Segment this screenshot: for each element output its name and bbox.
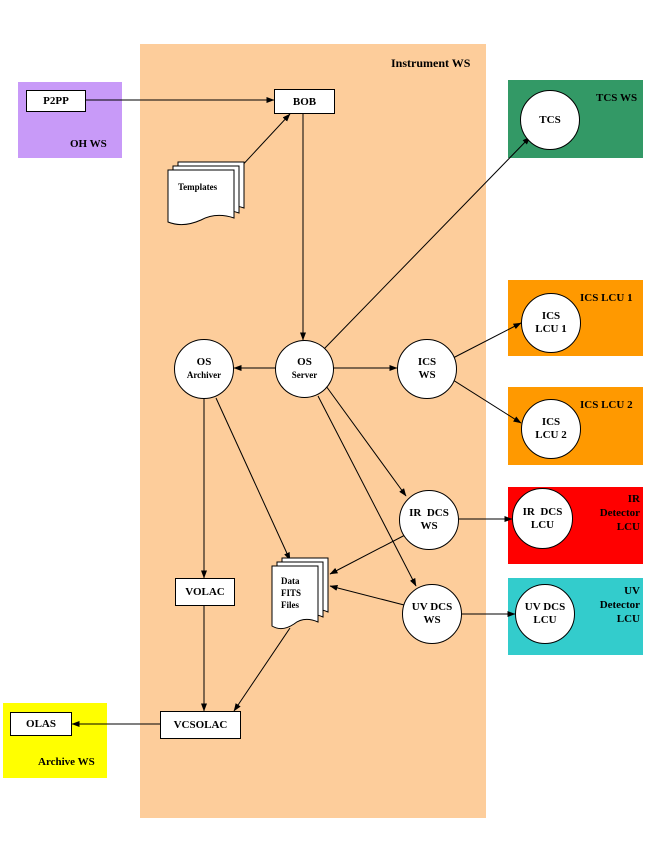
tcs-node-label: TCS: [539, 113, 561, 126]
ics-lcu2-line1: ICS: [541, 416, 561, 428]
templates-label: Templates: [178, 182, 218, 192]
ics-lcu2-line2: LCU 2: [535, 429, 567, 441]
tcs-ws-label: TCS WS: [596, 92, 638, 104]
fits-files-label: Data FITS Files: [281, 575, 301, 611]
ics-lcu-1-label: ICS LCU 1: [580, 292, 633, 304]
ics-lcu1-line2: LCU 1: [535, 323, 567, 335]
tcs-node: TCS: [520, 90, 580, 150]
arrow-osarchiver-fits: [215, 397, 291, 561]
fits-files-label-line3: Files: [281, 600, 299, 610]
instrument-ws-label: Instrument WS: [391, 56, 471, 70]
uv-dcs-lcu-node: UV DCS LCU: [515, 584, 575, 644]
os-server-line2: Server: [291, 370, 318, 380]
volac-box: VOLAC: [175, 578, 235, 606]
ics-lcu-2-label: ICS LCU 2: [580, 399, 633, 411]
vcsolac-box: VCSOLAC: [160, 711, 241, 739]
ir-detector-label-line2: Detector: [599, 507, 640, 519]
ir-detector-label-line3: LCU: [616, 521, 640, 533]
arrow-uvdcsws-fits: [329, 584, 409, 607]
templates-doc-stack-icon: [167, 161, 245, 226]
uv-detector-label-line2: Detector: [599, 599, 640, 611]
arrow-icsws-icslcu1: [452, 322, 522, 359]
arrow-templates-bob: [237, 113, 291, 171]
fits-files-doc-stack-icon: [271, 557, 329, 630]
arrow-fits-vcsolac: [233, 627, 291, 712]
uv-dcs-lcu-line1: UV DCS: [524, 601, 566, 613]
arrow-irdcsws-fits: [329, 533, 408, 575]
bob-box: BOB: [274, 89, 335, 114]
os-server-node: OS Server: [275, 340, 334, 398]
uv-detector-label: UV Detector LCU: [590, 584, 640, 626]
uv-dcs-ws-line2: WS: [423, 614, 441, 626]
arrow-osserver-uvdcsws: [317, 395, 417, 587]
arrow-icsws-icslcu2: [452, 379, 522, 424]
arrow-osserver-tcs: [323, 136, 531, 350]
os-archiver-node: OS Archiver: [174, 339, 234, 399]
uv-dcs-ws-node: UV DCS WS: [402, 584, 462, 644]
fits-files-label-line2: FITS: [281, 588, 302, 598]
olas-box: OLAS: [10, 712, 72, 736]
ics-lcu1-line1: ICS: [541, 310, 561, 322]
archive-ws-label: Archive WS: [38, 756, 95, 768]
p2pp-box: P2PP: [26, 90, 86, 112]
ics-lcu1-node: ICS LCU 1: [521, 293, 581, 353]
uv-detector-label-line3: LCU: [616, 613, 640, 625]
ics-lcu2-node: ICS LCU 2: [521, 399, 581, 459]
ir-dcs-ws-line1: IR DCS: [409, 507, 449, 519]
ir-dcs-lcu-line1: IR DCS: [522, 505, 563, 518]
ics-ws-line2: WS: [418, 369, 436, 381]
oh-ws-label: OH WS: [70, 138, 107, 150]
arrow-osserver-irdcsws: [325, 385, 407, 497]
ir-dcs-ws-node: IR DCS WS: [399, 490, 459, 550]
uv-detector-label-line1: UV: [624, 585, 640, 597]
os-archiver-line1: OS: [196, 356, 212, 368]
ir-dcs-lcu-line2: LCU: [530, 518, 555, 531]
os-archiver-line2: Archiver: [186, 370, 222, 380]
ics-ws-node: ICS WS: [397, 339, 457, 399]
uv-dcs-ws-line1: UV DCS: [411, 601, 453, 613]
ir-detector-label: IR Detector LCU: [590, 492, 640, 534]
ir-dcs-ws-line2: WS: [420, 520, 438, 532]
ir-detector-label-line1: IR: [627, 493, 640, 505]
fits-files-label-line1: Data: [281, 576, 300, 586]
ir-dcs-lcu-node: IR DCS LCU: [512, 488, 573, 549]
os-server-line1: OS: [297, 356, 312, 368]
uv-dcs-lcu-line2: LCU: [533, 614, 557, 626]
ics-ws-line1: ICS: [417, 356, 437, 368]
